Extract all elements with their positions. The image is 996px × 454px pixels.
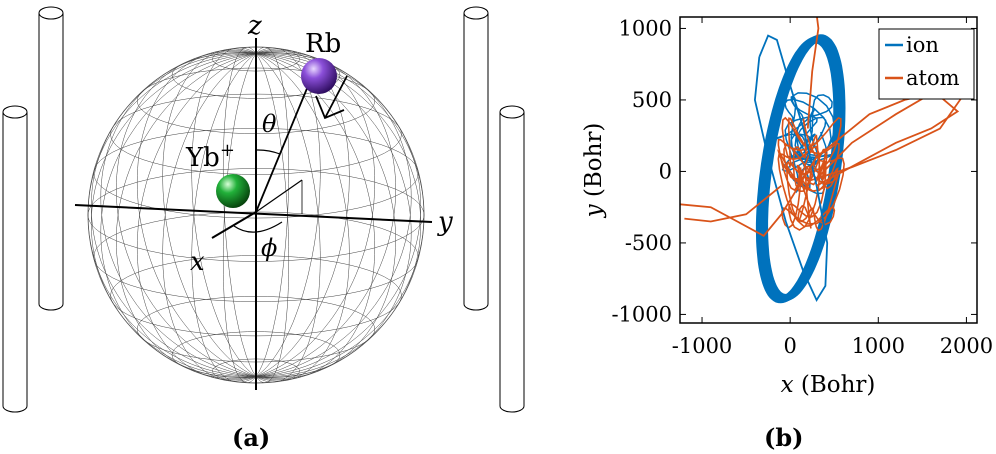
yb-charge: + xyxy=(220,140,235,161)
x-axis-label: x xyxy=(190,247,205,277)
y-tick-label: -1000 xyxy=(611,302,672,326)
electrode-rod-right-front xyxy=(499,105,525,413)
legend-label-ion: ion xyxy=(906,33,939,57)
z-axis-label: z xyxy=(247,11,262,41)
y-axis-title: y (Bohr) xyxy=(581,123,607,219)
atom-trajectory-excursion xyxy=(806,17,820,129)
rb-label: Rb xyxy=(305,29,341,59)
rb-atom xyxy=(301,58,337,94)
x-axis xyxy=(211,211,257,239)
yb-ion xyxy=(216,174,250,208)
trajectories xyxy=(680,17,964,304)
panel-a-caption: (a) xyxy=(232,423,270,452)
projection-line xyxy=(255,179,303,213)
y-tick-label: 500 xyxy=(632,88,672,112)
series-line-ion xyxy=(753,34,829,303)
atom-trajectory-tangle xyxy=(777,116,845,232)
atom-trajectory-excursion xyxy=(684,185,782,223)
series-line-atom xyxy=(680,91,960,237)
theta-arc xyxy=(255,149,281,155)
panel-b: -1000 0 1000 2000 -1000 -500 0 500 1000 ion atom… xyxy=(581,16,993,452)
legend: ion atom xyxy=(878,28,975,100)
electrode-rod-left-front xyxy=(2,105,28,413)
trap-electrodes xyxy=(2,6,525,413)
panel-a: z y x θ ϕ Rb Yb+ (a) xyxy=(2,6,525,452)
legend-box xyxy=(878,28,975,100)
theta-label: θ xyxy=(262,110,277,138)
coordinate-axes xyxy=(74,38,433,390)
x-tick-label: 0 xyxy=(783,334,796,358)
yb-label: Yb+ xyxy=(185,140,235,173)
x-axis-title: x (Bohr) xyxy=(781,372,876,398)
phi-label: ϕ xyxy=(261,234,277,262)
legend-label-atom: atom xyxy=(906,66,960,90)
axis-ticks: -1000 0 1000 2000 -1000 -500 0 500 1000 xyxy=(611,16,993,358)
electrode-rod-right-back xyxy=(463,6,489,311)
electrode-rod-left-back xyxy=(38,6,64,311)
y-tick-label: 0 xyxy=(659,159,672,183)
y-tick-label: 1000 xyxy=(619,16,672,40)
ion-trajectory-band xyxy=(761,34,846,301)
y-axis-label: y xyxy=(437,207,453,237)
panel-b-caption: (b) xyxy=(764,423,804,452)
radial-vector xyxy=(255,85,309,213)
plot-frame xyxy=(679,16,978,324)
phi-arc xyxy=(233,221,283,233)
x-tick-label: 2000 xyxy=(940,334,993,358)
y-tick-label: -500 xyxy=(625,231,672,255)
rb-motion-arrow xyxy=(315,75,348,120)
x-tick-label: -1000 xyxy=(672,334,733,358)
x-tick-label: 1000 xyxy=(852,334,905,358)
